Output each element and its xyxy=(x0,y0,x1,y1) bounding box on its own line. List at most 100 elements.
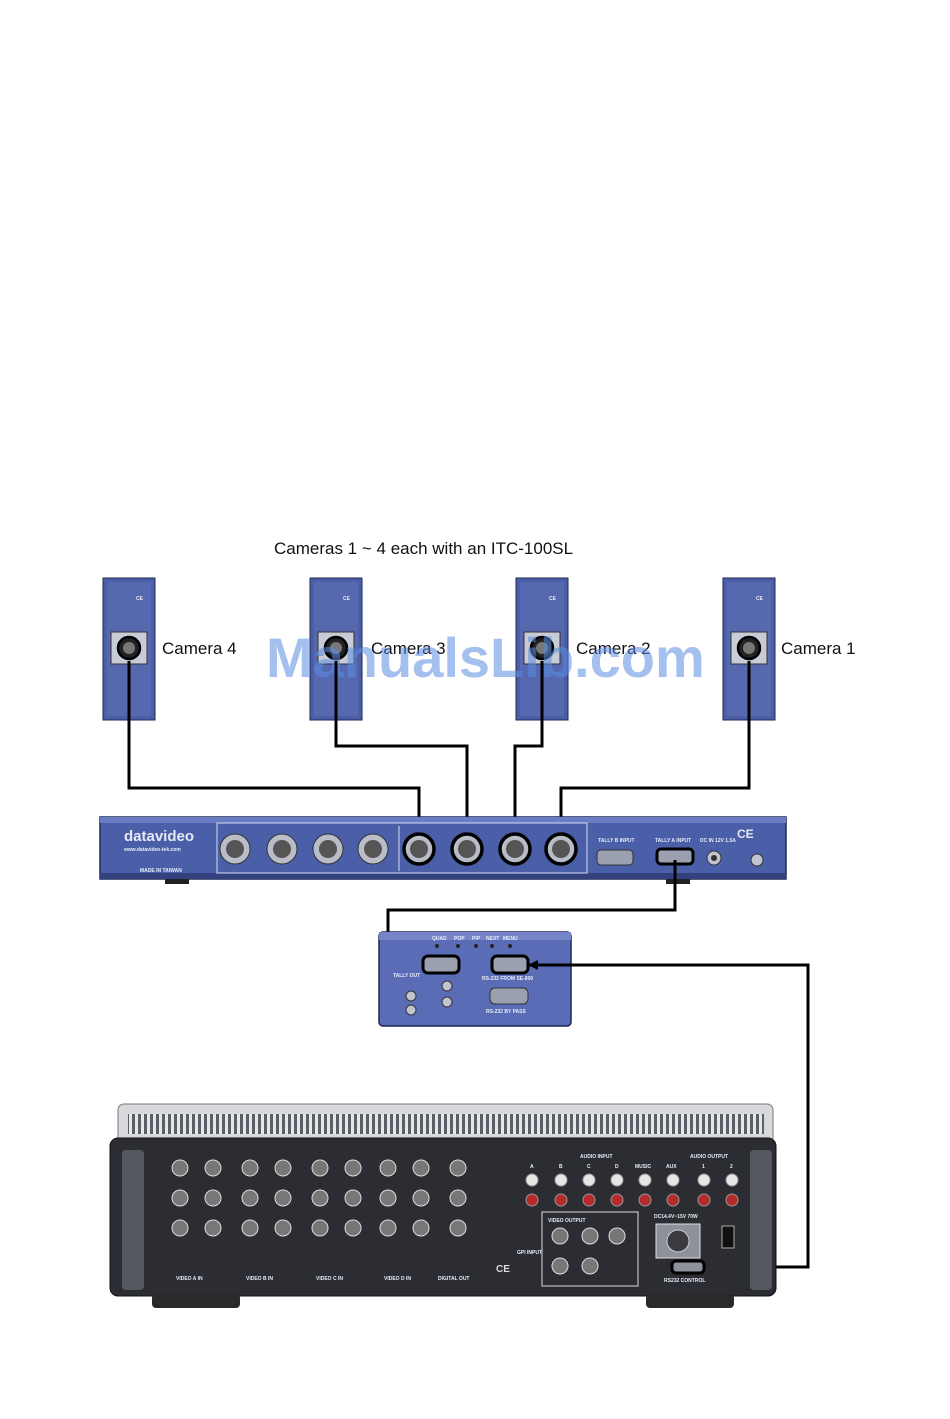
bnc-connector-icon xyxy=(551,1227,569,1245)
ground-screw-icon xyxy=(750,853,764,867)
vent-slots xyxy=(128,1114,764,1134)
bnc-connector-icon xyxy=(204,1189,222,1207)
bnc-connector-icon xyxy=(379,1219,397,1237)
bnc-connector-icon xyxy=(344,1219,362,1237)
rca-connector-icon xyxy=(405,990,417,1002)
bnc-connector-icon xyxy=(171,1189,189,1207)
camera-unit-4: CE Camera 4 xyxy=(102,577,237,721)
rca-connector-icon xyxy=(441,980,453,992)
rs232-control-label: RS232 CONTROL xyxy=(664,1278,705,1284)
audio-output-label: AUDIO OUTPUT xyxy=(690,1154,728,1160)
xlr-connector-icon xyxy=(317,631,355,665)
arrow-icon xyxy=(528,960,538,970)
db9-connector-icon xyxy=(489,987,529,1005)
diagram-title: Cameras 1 ~ 4 each with an ITC-100SL xyxy=(274,539,573,558)
svg-text:VIDEO D IN: VIDEO D IN xyxy=(384,1276,411,1282)
power-switch-icon xyxy=(721,1225,735,1249)
bnc-connector-icon xyxy=(274,1159,292,1177)
bnc-connector-icon xyxy=(171,1219,189,1237)
bnc-connector-icon xyxy=(344,1189,362,1207)
interface-box: QUAD POP PIP NEXT MENU TALLY OUT RS-232 … xyxy=(378,931,572,1027)
svg-text:B: B xyxy=(559,1164,563,1170)
tally-a-label: TALLY A INPUT xyxy=(655,838,691,844)
rca-connector-icon xyxy=(441,996,453,1008)
bnc-connector-icon xyxy=(412,1189,430,1207)
bnc-connector-icon xyxy=(204,1219,222,1237)
svg-text:VIDEO A IN: VIDEO A IN xyxy=(176,1276,203,1282)
xlr-connector-icon xyxy=(402,832,436,866)
bnc-connector-icon xyxy=(241,1219,259,1237)
svg-text:POP: POP xyxy=(454,936,465,942)
svg-text:2: 2 xyxy=(730,1164,733,1170)
svg-text:CE: CE xyxy=(136,596,144,602)
db9-connector-icon xyxy=(490,954,530,975)
rs232-port-icon xyxy=(670,1259,706,1275)
website-label: www.datavideo-tek.com xyxy=(123,847,181,853)
button-labels: QUAD POP PIP NEXT MENU xyxy=(432,936,518,942)
video-input-block-c: VIDEO C IN xyxy=(311,1159,362,1282)
rca-red-row xyxy=(525,1193,739,1207)
video-output-label: VIDEO OUTPUT xyxy=(548,1218,586,1224)
dc-in-label: DC IN 12V 1.5A xyxy=(700,838,736,844)
svg-text:CE: CE xyxy=(496,1264,510,1275)
tally-b-label: TALLY B INPUT xyxy=(598,838,635,844)
svg-text:1: 1 xyxy=(702,1164,705,1170)
xlr-connector-icon xyxy=(266,833,298,865)
camera-cables xyxy=(127,661,751,838)
digital-out-block: DIGITAL OUT xyxy=(438,1159,469,1282)
svg-text:CE: CE xyxy=(549,596,557,602)
svg-text:MENU: MENU xyxy=(503,936,518,942)
xlr-connector-icon xyxy=(498,832,532,866)
svg-text:PIP: PIP xyxy=(472,936,481,942)
bnc-connector-icon xyxy=(449,1189,467,1207)
brand-logo: datavideo xyxy=(124,828,194,845)
bnc-connector-icon xyxy=(412,1159,430,1177)
bnc-connector-icon xyxy=(344,1159,362,1177)
bnc-connector-icon xyxy=(171,1159,189,1177)
ce-mark-icon: CE xyxy=(496,1264,510,1275)
bnc-connector-icon xyxy=(274,1219,292,1237)
bnc-connector-icon xyxy=(412,1219,430,1237)
svg-text:VIDEO B IN: VIDEO B IN xyxy=(246,1276,273,1282)
bnc-connector-icon xyxy=(241,1189,259,1207)
bnc-connector-icon xyxy=(449,1219,467,1237)
camera-unit-1: CE Camera 1 xyxy=(722,577,856,721)
rs232-bypass-label: RS-232 BY PASS xyxy=(486,1009,526,1015)
master-unit: datavideo www.datavideo-tek.com MADE IN … xyxy=(99,816,787,884)
svg-text:VIDEO C IN: VIDEO C IN xyxy=(316,1276,343,1282)
xlr-connector-icon xyxy=(110,631,148,665)
svg-text:D: D xyxy=(615,1164,619,1170)
video-input-block-b: VIDEO B IN xyxy=(241,1159,292,1282)
video-switcher: VIDEO A IN VIDEO B IN VIDEO C IN xyxy=(109,1103,777,1308)
svg-text:AUX: AUX xyxy=(666,1164,677,1170)
watermark: ManualsLib.com xyxy=(266,626,705,689)
tally-out-label: TALLY OUT xyxy=(393,973,420,979)
bnc-connector-icon xyxy=(379,1189,397,1207)
bnc-connector-icon xyxy=(311,1219,329,1237)
rs232-from-label: RS-232 FROM SE-800 xyxy=(482,976,533,982)
bnc-connector-icon xyxy=(581,1227,599,1245)
svg-text:C: C xyxy=(587,1164,591,1170)
camera-label: Camera 3 xyxy=(371,639,446,658)
xlr-connector-icon xyxy=(544,832,578,866)
xlr-connector-icon xyxy=(450,832,484,866)
camera-label: Camera 2 xyxy=(576,639,651,658)
bnc-connector-icon xyxy=(311,1189,329,1207)
video-input-block-d: VIDEO D IN xyxy=(379,1159,430,1282)
rca-connector-icon xyxy=(405,1004,417,1016)
db9-connector-icon xyxy=(421,954,461,975)
xlr-connector-icon xyxy=(219,833,251,865)
audio-input-label: AUDIO INPUT xyxy=(580,1154,613,1160)
bnc-connector-icon xyxy=(311,1159,329,1177)
bnc-connector-icon xyxy=(608,1227,626,1245)
svideo-connector-icon xyxy=(551,1257,569,1275)
gpi-label: GPI INPUT xyxy=(517,1250,542,1256)
xlr-connector-icon xyxy=(312,833,344,865)
ce-mark-icon: CE xyxy=(737,827,754,841)
svg-text:A: A xyxy=(530,1164,534,1170)
bnc-connector-icon xyxy=(379,1159,397,1177)
xlr-connector-icon xyxy=(357,833,389,865)
db9-connector-icon xyxy=(596,849,634,866)
bnc-connector-icon xyxy=(449,1159,467,1177)
